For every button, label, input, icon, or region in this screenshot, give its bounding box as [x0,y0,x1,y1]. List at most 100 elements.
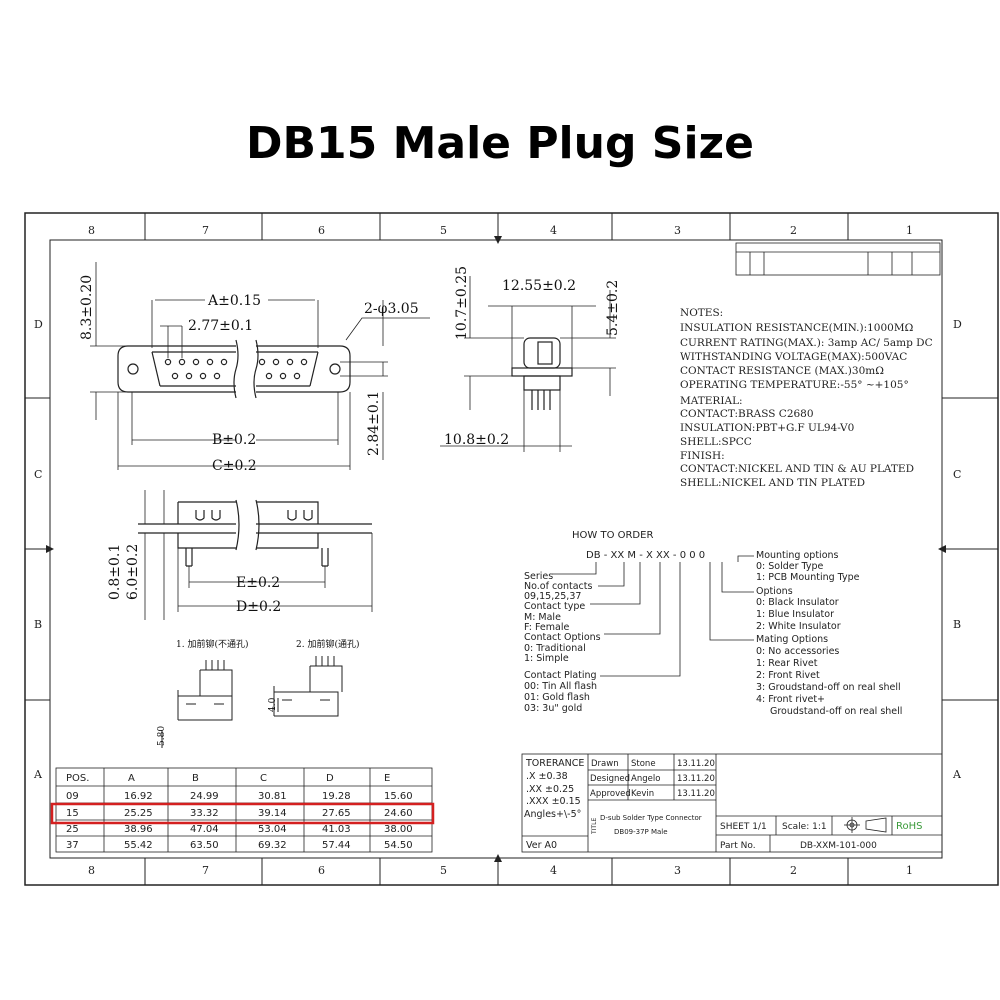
person: Kevin [631,789,654,799]
order-right: Mating Options [756,634,828,645]
note-line: WITHSTANDING VOLTAGE(MAX):500VAC [680,351,907,363]
title-block: TORERANCE .X ±0.38 .XX ±0.25 .XXX ±0.15 … [521,753,943,853]
table-header: C [260,773,267,784]
order-right: 0: No accessories [756,646,839,657]
note-line: NOTES: [680,307,723,319]
table-cell: 63.50 [190,840,219,851]
order-right: 2: Front Rivet [756,670,820,681]
dim-a: A±0.15 [207,293,261,309]
part-number: DB-XXM-101-000 [800,841,877,851]
col-label: 5 [440,224,447,237]
rohs-mark: RoHS [896,821,922,832]
role: Drawn [591,759,619,769]
table-cell: 16.92 [124,791,153,802]
table-cell: 24.60 [384,808,413,819]
row-label: D [953,318,962,331]
pcb-label-2: 2. 加前铆(通孔) [296,638,359,650]
dimension-table: POS. A B C D E 09 16.92 24.99 30.81 19.2… [50,767,435,853]
row-label: C [953,468,961,481]
drawing-border [24,212,999,886]
dim-d: D±0.2 [236,599,281,615]
table-cell: 15.60 [384,791,413,802]
table-header: B [192,773,199,784]
date: 13.11.20 [677,774,715,784]
tolerance-label: TORERANCE [525,758,584,769]
table-cell: 69.32 [258,840,287,851]
role: Approved [590,789,631,799]
role: Designed [590,774,630,784]
dim-side-height2: 5.4±0.2 [605,280,621,336]
col-label: 4 [550,864,557,877]
title-label: TITLE [591,818,598,835]
tolerance-row: .XXX ±0.15 [526,796,581,807]
order-right: Groudstand-off on real shell [770,706,902,717]
order-left: Series [524,571,553,582]
order-left: Contact Options [524,632,601,643]
order-right: 0: Solder Type [756,561,824,572]
pcb-dim-1: 5.80 [157,726,167,746]
part-label: Part No. [720,841,756,851]
col-label: 7 [202,864,209,877]
table-cell: 25 [66,824,79,835]
dimension-labels: A±0.15 2.77±0.1 2-φ3.05 B±0.2 C±0.2 E±0.… [79,266,621,746]
order-right: 1: Rear Rivet [756,658,818,669]
how-to-order: HOW TO ORDER DB - XX M - X XX - 0 0 0 Se… [524,530,902,717]
person: Angelo [631,774,660,784]
col-label: 8 [88,224,95,237]
table-cell: 27.65 [322,808,351,819]
table-cell: 09 [66,791,79,802]
revision-table [735,242,941,276]
note-line: CONTACT:BRASS C2680 [680,408,814,420]
table-cell: 24.99 [190,791,219,802]
notes: NOTES: INSULATION RESISTANCE(MIN.):1000M… [680,307,933,489]
highlight-row-box [50,802,435,825]
tolerance-row: .X ±0.38 [526,771,568,782]
note-line: CONTACT:NICKEL AND TIN & AU PLATED [680,463,914,475]
col-label: 1 [906,864,913,877]
row-label: A [952,768,962,781]
order-left: No.of contacts [524,581,592,592]
table-cell: 38.96 [124,824,153,835]
order-left: 1: Simple [524,653,569,664]
dim-side-base: 10.8±0.2 [444,432,509,448]
order-left: Contact type [524,601,585,612]
sheet: SHEET 1/1 [720,822,767,832]
row-label: D [34,318,43,331]
table-header: POS. [66,773,89,784]
tolerance-row: .XX ±0.25 [526,784,574,795]
table-cell: 37 [66,840,79,851]
table-cell: 25.25 [124,808,153,819]
dim-b: B±0.2 [212,432,256,448]
note-line: INSULATION RESISTANCE(MIN.):1000MΩ [680,322,914,334]
top-view [138,499,372,567]
table-cell: 33.32 [190,808,219,819]
table-cell: 54.50 [384,840,413,851]
order-left: 03: 3u" gold [524,703,582,714]
col-label: 1 [906,224,913,237]
row-label: C [34,468,42,481]
dim-holes: 2-φ3.05 [364,301,419,317]
table-header: A [128,773,135,784]
order-right: Options [756,586,793,597]
col-label: 4 [550,224,557,237]
note-line: OPERATING TEMPERATURE:-55° ~+105° [680,379,909,391]
pcb-label-1: 1. 加前铆(不通孔) [176,638,248,650]
note-line: SHELL:SPCC [680,436,752,448]
date: 13.11.20 [677,789,715,799]
dim-side-width: 12.55±0.2 [502,278,576,294]
front-view [117,339,351,399]
date: 13.11.20 [677,759,715,769]
dim-h1: 8.3±0.20 [79,275,95,340]
table-cell: 57.44 [322,840,351,851]
order-heading: HOW TO ORDER [572,530,653,541]
version: Ver A0 [526,840,557,851]
col-label: 6 [318,864,325,877]
table-header: E [384,773,390,784]
order-left: 01: Gold flash [524,692,590,703]
scale: Scale: 1:1 [782,822,827,832]
order-left: 00: Tin All flash [524,681,597,692]
note-line: FINISH: [680,450,725,462]
col-label: 2 [790,224,797,237]
table-cell: 39.14 [258,808,287,819]
